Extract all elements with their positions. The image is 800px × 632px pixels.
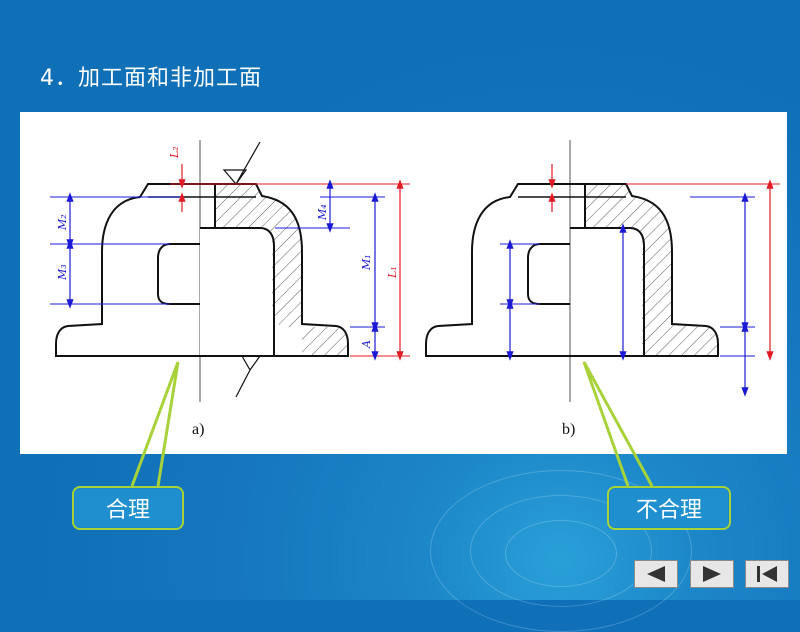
part-outline-left-b bbox=[425, 183, 570, 357]
section-inner-b bbox=[570, 227, 645, 356]
background-ripple bbox=[505, 520, 617, 587]
callout-unreasonable: 不合理 bbox=[607, 486, 731, 530]
label-a-a: A bbox=[360, 340, 373, 349]
label-l2-a: L₂ bbox=[168, 146, 181, 159]
label-m2-a: M₂ bbox=[56, 214, 69, 231]
nav-end-button[interactable] bbox=[745, 560, 789, 588]
part-outline-left-a bbox=[55, 183, 200, 357]
label-m1-a: M₁ bbox=[360, 254, 373, 271]
technical-drawing: L₂ M₂ M₃ M₄ M₁ A L₁ a) bbox=[50, 140, 780, 438]
section-hatched-a bbox=[200, 228, 348, 356]
bar-triangle-left-icon bbox=[757, 566, 777, 582]
section-hatch-fill-b bbox=[585, 184, 718, 356]
section-outline-a bbox=[200, 183, 349, 357]
nav-prev-button[interactable] bbox=[634, 560, 678, 588]
inner-slot-a bbox=[157, 243, 200, 305]
inner-slot-b bbox=[527, 243, 570, 305]
section-outline-b bbox=[570, 183, 719, 357]
drawing-panel: L₂ M₂ M₃ M₄ M₁ A L₁ a) bbox=[20, 112, 787, 454]
figure-label-a: a) bbox=[192, 421, 204, 438]
label-l1-a: L₁ bbox=[386, 266, 399, 279]
surface-symbol-top-a bbox=[222, 141, 261, 185]
nav-next-button[interactable] bbox=[690, 560, 734, 588]
label-m3-a: M₃ bbox=[56, 264, 69, 281]
slide-title: 4．加工面和非加工面 bbox=[40, 66, 262, 91]
triangle-left-icon bbox=[647, 566, 665, 582]
section-inner-a bbox=[200, 227, 275, 356]
callout-reasonable: 合理 bbox=[72, 486, 184, 530]
figure-a: L₂ M₂ M₃ M₄ M₁ A L₁ a) bbox=[50, 140, 410, 438]
figure-b: b) bbox=[425, 140, 780, 438]
label-m4-a: M₄ bbox=[316, 204, 329, 221]
figure-label-b: b) bbox=[562, 421, 575, 438]
surface-symbol-bottom-a bbox=[235, 355, 261, 398]
triangle-right-icon bbox=[703, 566, 721, 582]
